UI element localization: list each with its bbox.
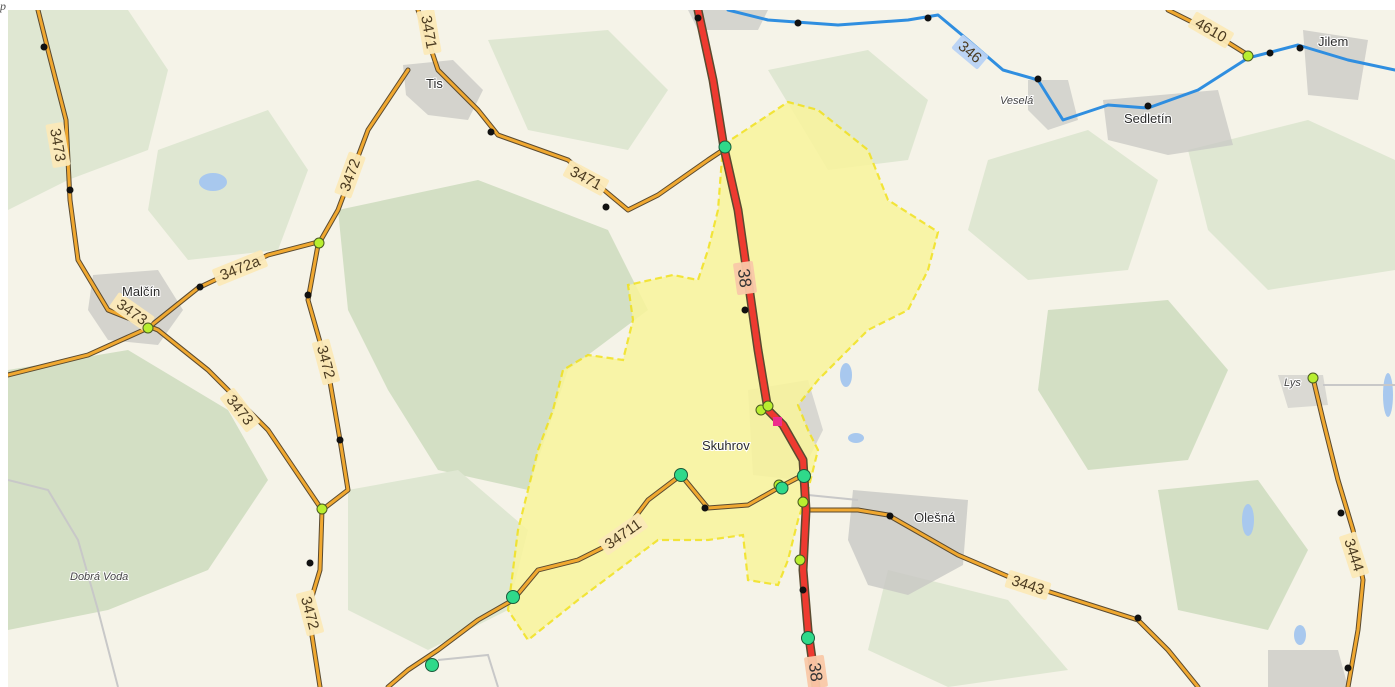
place-label-skuhrov: Skuhrov <box>702 438 750 453</box>
pond-6 <box>1294 625 1306 645</box>
node-green <box>674 468 688 482</box>
node-black <box>1296 44 1304 52</box>
pond-1 <box>199 173 227 191</box>
node-black <box>701 504 709 512</box>
node-black <box>1337 509 1345 517</box>
node-lime <box>313 237 325 249</box>
road-34711 <box>511 473 805 602</box>
svg-text:38: 38 <box>734 267 755 288</box>
road-3444 <box>1311 376 1365 687</box>
node-black <box>306 559 314 567</box>
minor-roads <box>8 384 1395 687</box>
shield-38-north: 38 <box>733 261 757 295</box>
node-black <box>602 203 610 211</box>
corner-mark: p <box>0 0 6 13</box>
node-black <box>487 128 495 136</box>
forest-east-2 <box>1038 300 1228 470</box>
node-black <box>924 14 932 22</box>
forest-south-east-2 <box>1158 480 1308 630</box>
map-canvas[interactable]: 3471 3473 3472 3471 3472a 3473 3472 347 <box>8 10 1395 687</box>
south-east-area <box>1268 650 1348 687</box>
road-3443 <box>806 508 1200 687</box>
road-west <box>8 326 150 377</box>
node-black <box>1144 102 1152 110</box>
node-black <box>794 19 802 27</box>
node-lime <box>794 554 806 566</box>
node-black <box>304 291 312 299</box>
secondary-roads <box>8 10 1366 687</box>
node-lime <box>797 496 809 508</box>
node-black <box>336 436 344 444</box>
forest-east-1 <box>968 130 1158 280</box>
skuhrov-highlight-area[interactable] <box>506 100 940 642</box>
pond-2 <box>840 363 852 387</box>
node-lime <box>1242 50 1254 62</box>
forest-south-mid <box>348 470 528 650</box>
forest-central <box>338 180 648 490</box>
node-green <box>718 140 732 154</box>
shield-38-south: 38 <box>804 655 828 687</box>
minor-road-4 <box>437 653 499 687</box>
node-green <box>425 658 439 672</box>
place-label-vesela: Veselá <box>1000 95 1033 107</box>
forest-mid-west <box>148 110 308 260</box>
place-label-lys: Lys <box>1284 377 1301 389</box>
place-label-dobra-voda: Dobrá Voda <box>70 571 128 583</box>
node-lime <box>142 322 154 334</box>
place-label-sedletin: Sedletín <box>1124 111 1172 126</box>
node-black <box>886 512 894 520</box>
forest-south-west <box>8 350 268 630</box>
node-green <box>775 481 789 495</box>
route-shields: 3471 3473 3472 3471 3472a 3473 3472 347 <box>45 10 1369 687</box>
pond-4 <box>1242 504 1254 536</box>
node-green <box>797 469 811 483</box>
road-3471 <box>416 10 728 212</box>
place-label-malcin: Malčín <box>122 284 160 299</box>
node-black <box>741 306 749 314</box>
pond-3 <box>848 433 864 443</box>
place-labels: Tis Jilem Veselá Sedletín Malčín Skuhrov… <box>69 33 1349 584</box>
forest-south-east <box>868 570 1068 687</box>
pond-5 <box>1383 373 1393 417</box>
place-label-tis: Tis <box>426 76 443 91</box>
nodes-green <box>425 140 815 672</box>
shield-3471-top: 3471 <box>416 10 442 55</box>
node-black <box>799 586 807 594</box>
node-black <box>1034 75 1042 83</box>
olesna-area <box>848 490 968 595</box>
node-black <box>40 43 48 51</box>
node-green <box>801 631 815 645</box>
shield-3473-north: 3473 <box>45 122 71 168</box>
node-lime <box>1307 372 1319 384</box>
node-black <box>66 186 74 194</box>
svg-text:3473: 3473 <box>46 127 69 163</box>
node-black <box>196 283 204 291</box>
svg-text:38: 38 <box>805 661 826 682</box>
svg-text:3471: 3471 <box>417 14 440 50</box>
node-pink-square <box>773 417 782 426</box>
node-black <box>1266 49 1274 57</box>
tis-area <box>403 60 483 120</box>
map-nodes[interactable] <box>40 14 1352 672</box>
minor-road-1 <box>8 479 119 687</box>
map-viewport[interactable]: 3471 3473 3472 3471 3472a 3473 3472 347 <box>8 10 1395 687</box>
forest-east-3 <box>1188 120 1395 290</box>
node-lime <box>316 503 328 515</box>
road-south-west <box>386 598 515 687</box>
node-lime <box>762 400 774 412</box>
node-black <box>1344 664 1352 672</box>
forest-north-west <box>488 30 668 150</box>
node-black <box>694 14 702 22</box>
nodes-black <box>40 14 1352 672</box>
place-label-olesna: Olešná <box>914 510 956 525</box>
jilem-area <box>1303 30 1368 100</box>
forest-north-centre <box>768 50 928 170</box>
minor-road-2 <box>807 494 859 501</box>
node-black <box>1134 614 1142 622</box>
node-green <box>506 590 520 604</box>
place-label-jilem: Jilem <box>1318 34 1348 49</box>
forest-areas <box>8 10 1395 687</box>
road-3472 <box>306 68 410 512</box>
road-3473-north <box>36 10 324 687</box>
